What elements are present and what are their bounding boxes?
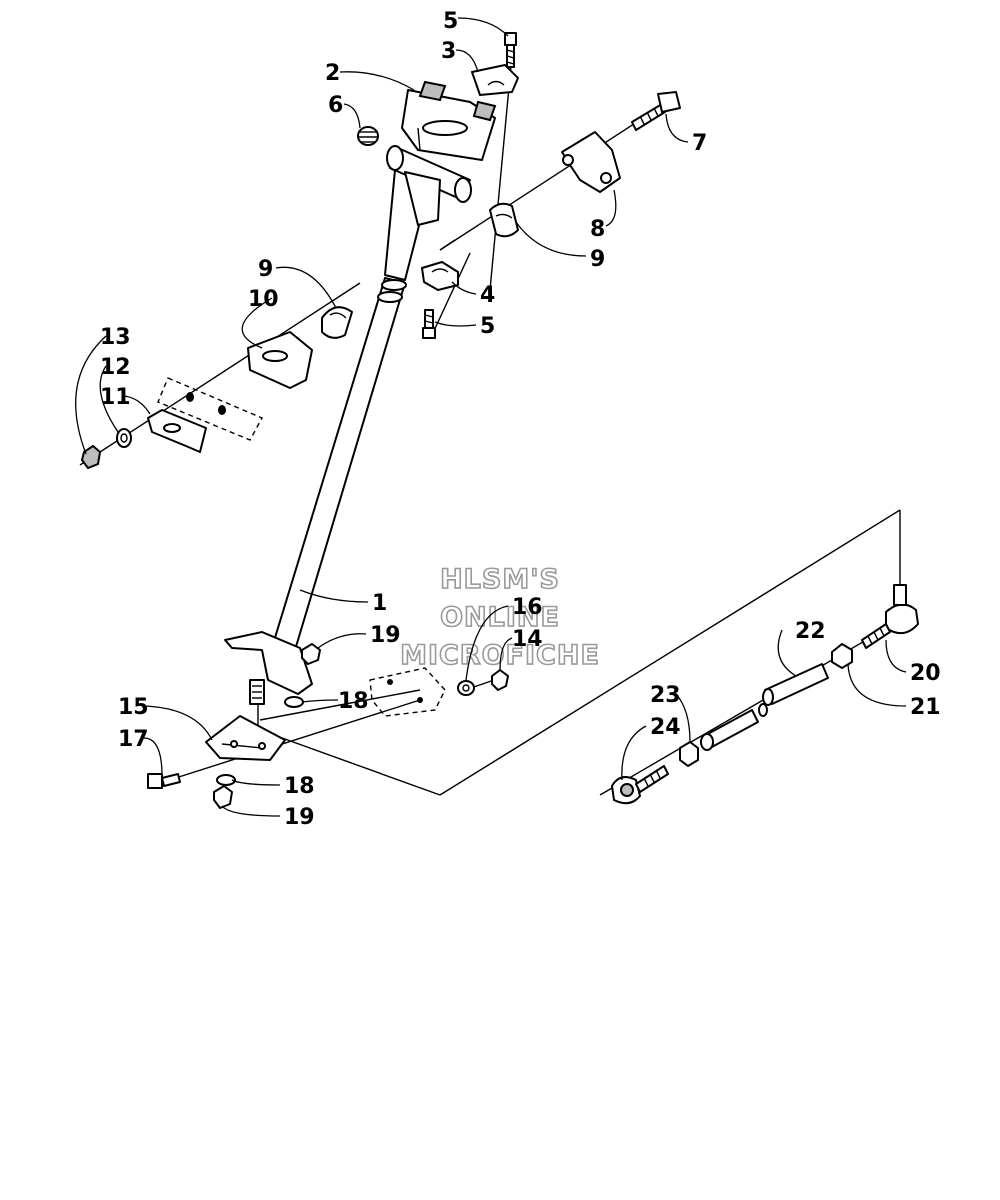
washer-16 <box>457 680 475 696</box>
callout-20: 20 <box>910 661 941 686</box>
callout-22: 22 <box>795 619 826 644</box>
nut-14 <box>491 669 509 691</box>
callout-19-upper: 19 <box>370 623 401 648</box>
bolt-7 <box>631 91 681 131</box>
washer-18-lower <box>216 774 236 786</box>
callout-10: 10 <box>248 287 279 312</box>
leader-lines <box>75 17 907 817</box>
bolt-17 <box>147 773 181 789</box>
callout-1: 1 <box>372 591 387 616</box>
nut-13 <box>80 444 102 470</box>
callout-4: 4 <box>480 283 495 308</box>
callout-6: 6 <box>328 93 343 118</box>
callout-19-lower: 19 <box>284 805 315 830</box>
callout-5-lower: 5 <box>480 314 495 339</box>
callout-16: 16 <box>512 595 543 620</box>
bolt-5-lower <box>422 309 436 339</box>
lower-clamp <box>421 261 459 291</box>
callout-14: 14 <box>512 627 543 652</box>
steering-post <box>224 145 472 705</box>
callout-21: 21 <box>910 695 941 720</box>
callout-23: 23 <box>650 683 681 708</box>
bolt-5-upper <box>504 32 517 68</box>
frame-tube <box>157 377 263 441</box>
callout-2: 2 <box>325 61 340 86</box>
bearing-bracket <box>205 715 286 761</box>
nut-19-upper <box>301 643 321 665</box>
bushing-9-left <box>321 306 353 339</box>
nut-19-lower <box>213 785 233 809</box>
callout-13: 13 <box>100 325 131 350</box>
plug <box>357 126 379 146</box>
tie-rod <box>700 703 768 751</box>
callout-3: 3 <box>441 39 456 64</box>
callout-24: 24 <box>650 715 681 740</box>
washer-12 <box>116 428 132 448</box>
washer-18-upper <box>284 696 304 708</box>
callout-7: 7 <box>692 131 707 156</box>
handlebar-block <box>401 80 497 161</box>
bushing-9-right <box>489 202 519 238</box>
tie-rod-end-20 <box>861 584 919 649</box>
lower-bracket <box>247 331 313 389</box>
watermark-line-3: MICROFICHE <box>400 640 600 671</box>
callout-9-right: 9 <box>590 247 605 272</box>
mount-plate-dashed <box>369 667 446 717</box>
callout-9-left: 9 <box>258 257 273 282</box>
callout-18-upper: 18 <box>338 689 369 714</box>
callout-12: 12 <box>100 355 131 380</box>
watermark: HLSM'S ONLINE MICROFICHE <box>399 563 600 672</box>
callout-labels: 5 3 2 6 7 8 9 4 5 9 10 13 12 11 1 16 14 … <box>100 9 941 830</box>
watermark-line-2: ONLINE <box>440 602 560 633</box>
upper-clamp <box>561 131 621 193</box>
callout-15: 15 <box>118 695 149 720</box>
jam-nut-23 <box>679 741 699 767</box>
tie-rod-end-24 <box>611 765 669 805</box>
callout-8: 8 <box>590 217 605 242</box>
jam-nut-21 <box>831 643 853 669</box>
watermark-line-1: HLSM'S <box>440 564 560 595</box>
callout-17: 17 <box>118 727 149 752</box>
clamp-cap <box>471 64 519 96</box>
callout-18-lower: 18 <box>284 774 315 799</box>
callout-5-upper: 5 <box>443 9 458 34</box>
plate <box>147 409 207 453</box>
tie-rod-sleeve <box>762 663 829 706</box>
callout-11: 11 <box>100 385 131 410</box>
